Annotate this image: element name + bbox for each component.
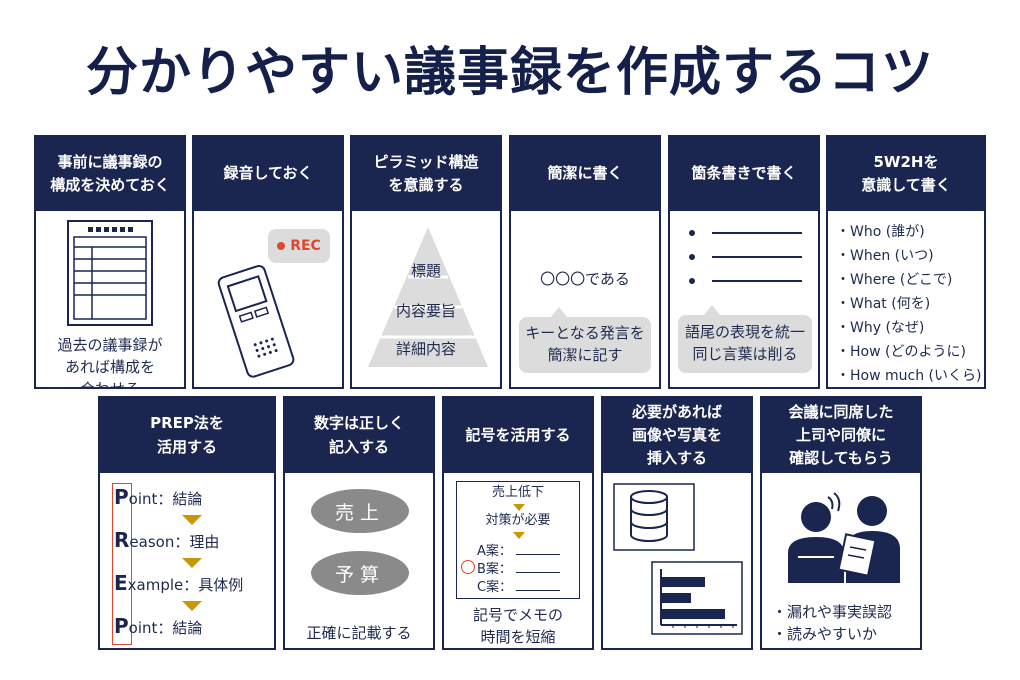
card-header: 簡潔に書く — [511, 137, 659, 211]
option-label: A案： — [477, 544, 512, 559]
two-people-review-icon — [788, 492, 900, 583]
memo-box: 売上低下 対策が必要 A案： B案： C案： — [456, 481, 580, 599]
prep-letter: P — [114, 485, 129, 509]
bubble-tail — [704, 305, 720, 315]
bar-chart-image-icon — [651, 561, 743, 635]
speech-bubble: 語尾の表現を統一 同じ言葉は削る — [678, 315, 812, 373]
card-body: 語尾の表現を統一 同じ言葉は削る — [670, 211, 818, 387]
card-caption: 過去の議事録が あれば構成を 合わせる — [57, 336, 163, 389]
oval-sales: 売上 — [311, 489, 409, 533]
list-item: ・How (どのように) — [836, 344, 966, 360]
card-write-concisely: 簡潔に書く 〇〇〇である キーとなる発言を 簡潔に記す — [509, 135, 661, 389]
card-caption: 正確に記載する — [306, 624, 412, 642]
list-item: ・Who (誰が) — [836, 224, 925, 240]
arrow-down-icon — [182, 601, 202, 611]
arrow-down-icon — [182, 515, 202, 525]
pyramid-middle: 内容要旨 — [395, 302, 456, 320]
arrow-down-icon — [182, 558, 202, 568]
card-pyramid-structure: ピラミッド構造 を意識する 標題 内容要旨 詳細内容 — [350, 135, 502, 389]
card-numbers-accuracy: 数字は正しく 記入する 売上 予算 正確に記載する — [283, 396, 435, 650]
arrow-down-icon — [513, 532, 525, 539]
card-peer-review: 会議に同席した 上司や同僚に 確認してもらう ・漏れや事実誤認 ・読みやすいか — [760, 396, 922, 650]
memo-line-1: 売上低下 — [491, 485, 544, 500]
speech-bubble: キーとなる発言を 簡潔に記す — [519, 317, 651, 373]
card-header: 事前に議事録の 構成を決めておく — [36, 137, 184, 211]
pyramid-top: 標題 — [410, 262, 441, 280]
voice-recorder-icon — [217, 264, 295, 378]
prep-letter: E — [114, 571, 128, 595]
prep-row: Example：具体例 — [114, 571, 243, 595]
list-item: ・Where (どこで) — [836, 272, 953, 288]
card-header: 記号を活用する — [444, 398, 592, 473]
prep-text: eason：理由 — [129, 533, 220, 551]
card-header: 箇条書きで書く — [670, 137, 818, 211]
card-body: 過去の議事録が あれば構成を 合わせる — [36, 211, 184, 387]
prep-text: oint：結論 — [128, 619, 203, 637]
list-item: ・How much (いくら) — [836, 368, 982, 384]
prep-row: Point：結論 — [114, 485, 202, 509]
card-header: 会議に同席した 上司や同僚に 確認してもらう — [762, 398, 920, 473]
option-row: B案： — [477, 558, 560, 577]
prep-row: Point：結論 — [114, 614, 202, 638]
prep-letter-box — [112, 483, 132, 645]
circle-mark-icon — [461, 560, 475, 574]
card-header: 数字は正しく 記入する — [285, 398, 433, 473]
prep-text: oint：結論 — [128, 490, 203, 508]
card-body: 売上低下 対策が必要 A案： B案： C案： 記号でメモの 時間を短縮 — [444, 473, 592, 648]
arrow-down-icon — [513, 504, 525, 511]
document-template-icon — [67, 220, 153, 326]
card-header: 録音しておく — [194, 137, 342, 211]
bullet-list-icon — [689, 230, 802, 284]
prep-text: xample：具体例 — [127, 576, 244, 594]
database-image-icon — [613, 483, 695, 551]
card-header: ピラミッド構造 を意識する — [352, 137, 500, 211]
option-row: A案： — [477, 540, 560, 559]
option-label: C案： — [477, 580, 513, 595]
card-body: ・Who (誰が) ・When (いつ) ・Where (どこで) ・What … — [828, 211, 984, 387]
card-body: Point：結論 Reason：理由 Example：具体例 Point：結論 — [100, 473, 274, 648]
rec-bubble: REC — [268, 229, 330, 263]
card-header: PREP法を 活用する — [100, 398, 274, 473]
pyramid-diagram — [368, 227, 488, 367]
list-item: ・What (何を) — [836, 296, 931, 312]
card-record-audio: 録音しておく REC — [192, 135, 344, 389]
card-5w2h: 5W2Hを 意識して書く ・Who (誰が) ・When (いつ) ・Where… — [826, 135, 986, 389]
card-insert-images: 必要があれば 画像や写真を 挿入する — [601, 396, 753, 650]
example-statement: 〇〇〇である — [540, 270, 630, 288]
prep-letter: R — [114, 528, 130, 552]
card-body — [603, 473, 751, 648]
bubble-tail — [551, 307, 567, 317]
rec-label: REC — [290, 237, 321, 254]
card-body: 〇〇〇である キーとなる発言を 簡潔に記す — [511, 211, 659, 387]
card-body: 売上 予算 正確に記載する — [285, 473, 433, 648]
card-predefine-structure: 事前に議事録の 構成を決めておく 過去の議事録が あれば構成を 合わせる — [34, 135, 186, 389]
card-caption: 記号でメモの 時間を短縮 — [472, 606, 563, 646]
prep-row: Reason：理由 — [114, 528, 219, 552]
prep-letter: P — [114, 614, 129, 638]
blank-line — [516, 590, 561, 591]
card-use-symbols: 記号を活用する 売上低下 対策が必要 A案： B案： C案： 記号でメモの 時間… — [442, 396, 594, 650]
card-header: 5W2Hを 意識して書く — [828, 137, 984, 211]
pyramid-bottom: 詳細内容 — [395, 340, 456, 358]
page-title: 分かりやすい議事録を作成するコツ — [85, 43, 934, 103]
option-row: C案： — [477, 576, 561, 595]
list-item: ・Why (なぜ) — [836, 320, 925, 336]
oval-budget: 予算 — [311, 551, 409, 595]
check-item: ・漏れや事実誤認 — [772, 603, 893, 621]
card-header: 必要があれば 画像や写真を 挿入する — [603, 398, 751, 473]
card-prep-method: PREP法を 活用する Point：結論 Reason：理由 Example：具… — [98, 396, 276, 650]
card-body: ・漏れや事実誤認 ・読みやすいか — [762, 473, 920, 648]
card-body: 標題 内容要旨 詳細内容 — [352, 211, 500, 387]
blank-line — [515, 572, 560, 573]
option-label: B案： — [477, 562, 512, 577]
blank-line — [515, 554, 560, 555]
record-dot-icon — [277, 242, 286, 250]
list-item: ・When (いつ) — [836, 248, 934, 264]
check-item: ・読みやすいか — [772, 625, 878, 643]
card-bullet-points: 箇条書きで書く 語尾の表現を統一 同じ言葉は削る — [668, 135, 820, 389]
card-body: REC — [194, 211, 342, 387]
memo-line-2: 対策が必要 — [485, 513, 551, 528]
